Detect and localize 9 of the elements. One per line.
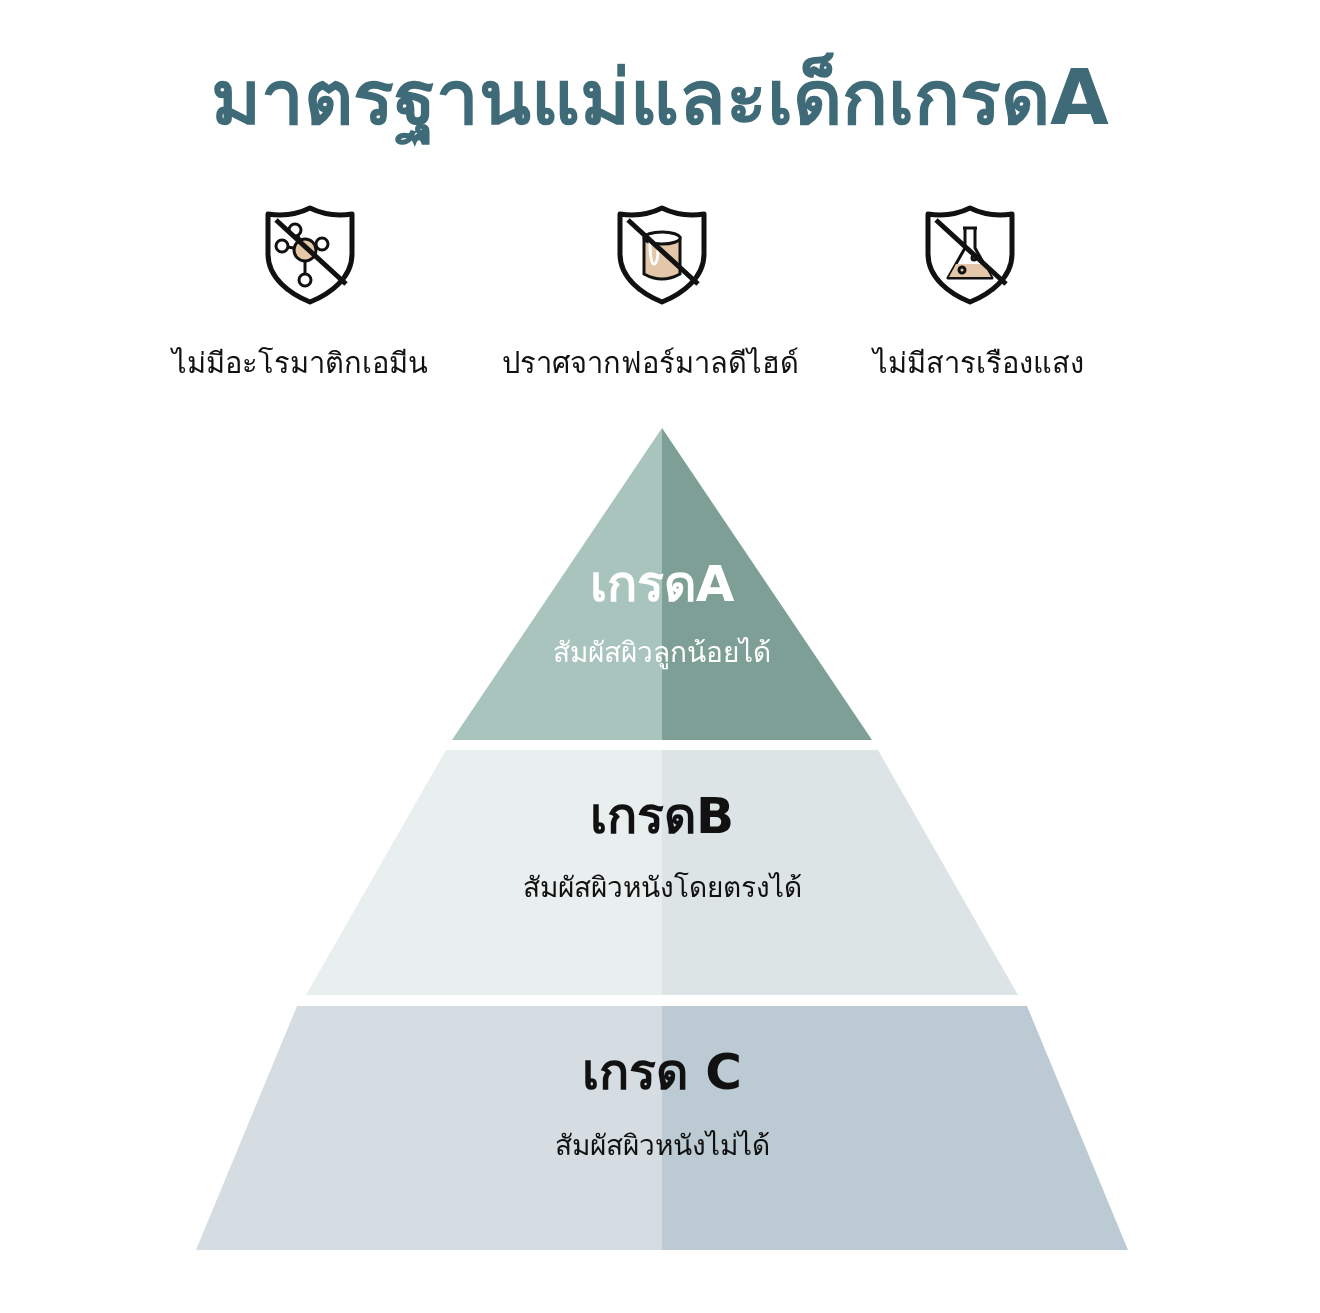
icon-caption: ปราศจากฟอร์มาลดีไฮด์ [500, 345, 800, 382]
icon-caption: ไม่มีสารเรืองแสง [870, 345, 1085, 382]
tier-heading: เกรดB [588, 786, 736, 847]
tier-description: สัมผัสผิวหนังไม่ได้ [553, 1128, 771, 1164]
tier-description: สัมผัสผิวลูกน้อยได้ [552, 635, 772, 672]
tier-description: สัมผัสผิวหนังโดยตรงได้ [521, 870, 803, 906]
tier-heading: เกรดA [588, 554, 736, 615]
tier-heading: เกรด C [580, 1042, 744, 1103]
icon-caption: ไม่มีอะโรมาติกเอมีน [169, 345, 429, 382]
